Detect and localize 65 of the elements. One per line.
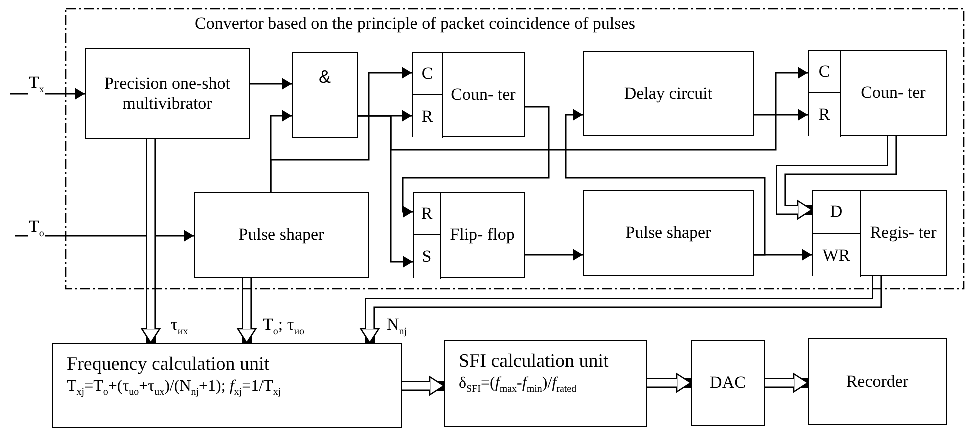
port-label: D [830, 202, 843, 222]
input-port-cell [413, 95, 443, 138]
arrow [402, 106, 550, 218]
bus-arrow [141, 139, 161, 344]
block-box [194, 192, 369, 278]
block-label: & [318, 67, 331, 88]
block-box [292, 52, 358, 138]
edge-label: T$_{x}$ [28, 74, 46, 96]
bus-arrow [360, 276, 882, 344]
block-label: Regis- ter [869, 222, 938, 244]
arrow [565, 109, 766, 256]
calculation-block [444, 340, 647, 427]
port-label: C [818, 62, 830, 82]
input-port-cell [413, 53, 443, 95]
input-port-cell [809, 51, 841, 93]
block-label: Frequency calculation unit [67, 354, 270, 376]
block-label: Pulse shaper [626, 223, 712, 243]
block-box [85, 48, 250, 139]
formula-text: δ$_{SFI}$=(f$_{max}$-f$_{min}$)/f$_{rated}$ [459, 374, 577, 396]
arrow [754, 109, 808, 121]
block-box [413, 192, 525, 278]
edge-label: T$_{o}$ [28, 218, 46, 240]
port-label: R [422, 106, 434, 126]
block-box [583, 190, 754, 276]
block-box [412, 52, 525, 137]
group-title: Convertor based on the principle of packet coincidence of pulses [195, 14, 636, 34]
port-label: R [818, 105, 830, 125]
bus-arrow [402, 376, 445, 396]
block-label: Recorder [846, 372, 909, 392]
block-box [808, 50, 947, 136]
calculation-block [52, 343, 402, 428]
bus-arrow [776, 136, 897, 220]
formula-text: T$_{xj}$=T$_{o}$+(τ$_{uo}$+τ$_{ux}$)/(N$_{nj}$+1); f$_{xj}$=1/T$_{xj}$ [67, 378, 282, 399]
block-label: DAC [710, 373, 746, 393]
block-label: Precision one-shot multivibrator [103, 74, 232, 114]
arrow [250, 78, 292, 90]
input-port-cell [813, 234, 861, 277]
input-port-cell [414, 235, 441, 279]
port-label: S [422, 247, 432, 267]
arrow [358, 67, 808, 151]
arrow [270, 67, 412, 192]
block-box [691, 340, 765, 426]
block-box [583, 51, 754, 136]
block-box [812, 190, 947, 276]
arrow [525, 249, 583, 261]
block-label: SFI calculation unit [459, 351, 609, 373]
bus-arrow [765, 373, 809, 393]
input-port-cell [813, 191, 861, 234]
port-label: C [422, 64, 434, 84]
edge-label: T$_{o}$; τ$_{ио}$ [262, 316, 306, 338]
input-port-cell [809, 93, 841, 137]
input-port-cell [414, 193, 441, 235]
bus-arrow [237, 278, 257, 344]
arrow [10, 88, 85, 100]
edge-label: N$_{nj}$ [386, 316, 408, 338]
port-label: R [421, 204, 433, 224]
arrow [15, 230, 194, 242]
block-label: Coun- ter [860, 82, 927, 104]
port-label: WR [822, 246, 850, 266]
block-box [808, 338, 947, 425]
block-label: Coun- ter [450, 84, 517, 106]
block-label: Flip- flop [449, 224, 516, 246]
bus-arrow [647, 373, 692, 393]
block-label: Pulse shaper [238, 225, 324, 245]
block-label: Delay circuit [624, 84, 713, 104]
